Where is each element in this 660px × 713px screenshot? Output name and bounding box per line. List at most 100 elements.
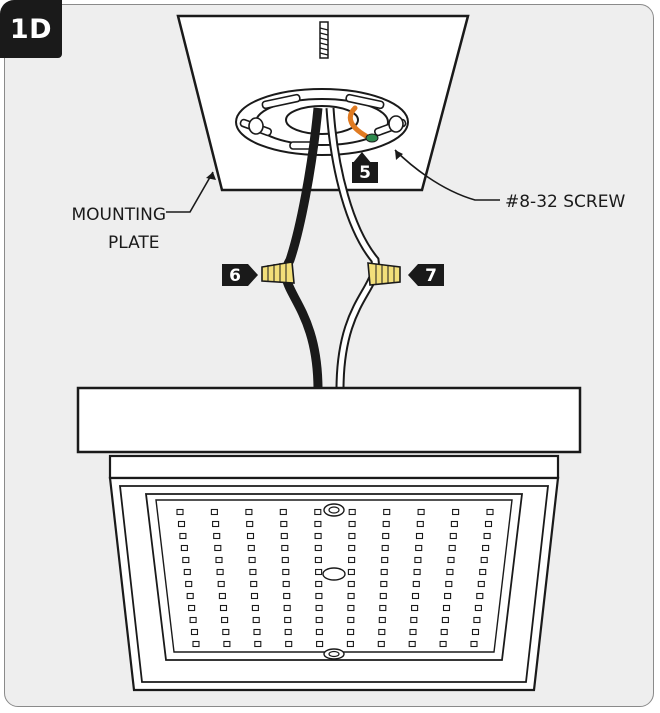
led-dot bbox=[285, 640, 293, 648]
led-dot bbox=[223, 640, 231, 648]
led-dot bbox=[377, 640, 385, 648]
led-dot bbox=[347, 592, 355, 600]
led-dot bbox=[383, 508, 391, 516]
led-dot bbox=[177, 520, 186, 528]
fixture-wires bbox=[281, 107, 380, 391]
led-dot bbox=[212, 520, 220, 528]
mounting-plate bbox=[176, 14, 470, 192]
led-dot bbox=[192, 640, 200, 648]
led-dot bbox=[213, 532, 221, 540]
led-dot bbox=[381, 544, 389, 552]
led-dot bbox=[315, 616, 323, 624]
led-dot bbox=[245, 508, 253, 516]
led-dot bbox=[379, 592, 387, 600]
led-dot bbox=[252, 616, 260, 624]
led-dot bbox=[250, 580, 258, 588]
led-dot bbox=[183, 568, 191, 576]
led-dot bbox=[409, 628, 417, 636]
led-dot bbox=[415, 532, 424, 540]
led-dot bbox=[314, 520, 322, 528]
led-dot bbox=[452, 508, 460, 516]
led-dot bbox=[250, 592, 259, 600]
led-dot bbox=[315, 568, 323, 576]
led-dot bbox=[281, 544, 289, 552]
led-dot bbox=[185, 580, 193, 588]
callout-5-number: 5 bbox=[359, 163, 371, 183]
led-dot bbox=[246, 520, 254, 528]
led-dot bbox=[219, 604, 228, 612]
wire-nut-right bbox=[367, 262, 401, 286]
led-dot bbox=[378, 616, 386, 624]
led-dot bbox=[315, 604, 323, 612]
led-dot bbox=[279, 508, 287, 516]
led-dot bbox=[347, 604, 355, 612]
led-dot bbox=[347, 628, 355, 636]
led-dot bbox=[483, 532, 491, 540]
led-dot bbox=[379, 604, 387, 612]
led-dot bbox=[314, 508, 322, 516]
led-dot bbox=[348, 556, 356, 564]
led-dot bbox=[214, 544, 222, 552]
led-dot bbox=[413, 568, 421, 576]
led-dot bbox=[449, 532, 457, 540]
led-dot bbox=[415, 544, 423, 552]
led-dot bbox=[316, 640, 324, 648]
led-dot bbox=[281, 556, 289, 564]
led-dot bbox=[314, 544, 322, 552]
led-dot bbox=[347, 616, 355, 624]
led-dot bbox=[476, 592, 484, 600]
led-dot bbox=[315, 592, 323, 600]
led-dot bbox=[246, 532, 255, 540]
led-dot bbox=[445, 580, 453, 588]
led-dot bbox=[411, 592, 420, 600]
mounting-plate-leader bbox=[166, 171, 214, 213]
mounting-plate-label-line2: PLATE bbox=[108, 233, 160, 253]
led-dot bbox=[176, 508, 184, 516]
led-array bbox=[176, 508, 494, 648]
led-dot bbox=[482, 544, 490, 552]
led-dot bbox=[221, 616, 229, 624]
led-dot bbox=[254, 640, 262, 648]
led-dot bbox=[188, 604, 196, 612]
led-dot bbox=[480, 556, 488, 564]
led-dot bbox=[470, 640, 478, 648]
led-dot bbox=[282, 568, 290, 576]
led-dot bbox=[484, 520, 493, 528]
led-dot bbox=[411, 604, 419, 612]
led-dot bbox=[179, 532, 187, 540]
led-dot bbox=[471, 628, 480, 636]
led-dot bbox=[314, 556, 322, 564]
led-dot bbox=[180, 544, 188, 552]
led-dot bbox=[474, 604, 482, 612]
led-dot bbox=[216, 568, 224, 576]
led-dot bbox=[442, 604, 451, 612]
center-fitting bbox=[322, 567, 346, 581]
led-dot bbox=[408, 640, 416, 648]
led-dot bbox=[282, 580, 290, 588]
led-dot bbox=[284, 628, 292, 636]
led-dot bbox=[486, 508, 494, 516]
led-dot bbox=[446, 568, 454, 576]
led-dot bbox=[284, 616, 292, 624]
callout-5: 5 bbox=[352, 152, 378, 183]
led-dot bbox=[247, 544, 255, 552]
led-dot bbox=[447, 556, 455, 564]
callout-7-number: 7 bbox=[425, 266, 437, 286]
led-dot bbox=[382, 520, 390, 528]
led-dot bbox=[315, 628, 323, 636]
led-dot bbox=[444, 592, 452, 600]
led-dot bbox=[348, 532, 356, 540]
mounting-plate-label-line1: MOUNTING bbox=[72, 205, 167, 225]
led-dot bbox=[381, 556, 389, 564]
led-dot bbox=[346, 640, 354, 648]
led-dot bbox=[348, 508, 356, 516]
led-dot bbox=[380, 580, 388, 588]
led-dot bbox=[448, 544, 456, 552]
led-dot bbox=[417, 508, 425, 516]
led-dot bbox=[378, 628, 386, 636]
led-dot bbox=[439, 640, 447, 648]
led-dot bbox=[450, 520, 458, 528]
led-dot bbox=[280, 520, 288, 528]
led-dot bbox=[280, 532, 288, 540]
